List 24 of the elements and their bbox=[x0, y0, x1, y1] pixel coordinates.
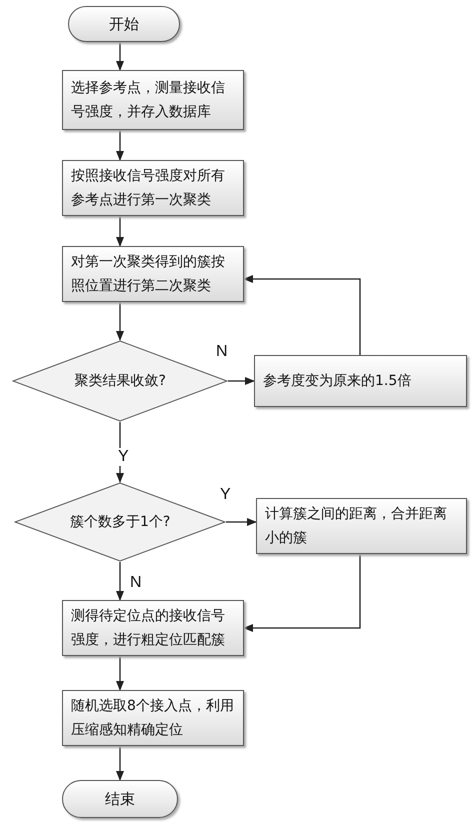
process-box: 随机选取8个接入点，利用压缩感知精确定位 bbox=[62, 690, 244, 746]
arrow bbox=[116, 656, 124, 691]
arrow bbox=[116, 562, 124, 601]
terminal-box: 结束 bbox=[62, 780, 178, 818]
arrow bbox=[243, 554, 361, 632]
decision-text: 聚类结果收敛? bbox=[74, 372, 166, 390]
process-box: 按照接收信号强度对所有参考点进行第一次聚类 bbox=[62, 160, 244, 216]
arrow bbox=[228, 377, 255, 385]
edge-label: Y bbox=[116, 448, 131, 466]
arrow bbox=[116, 746, 124, 781]
process-box: 选择参考点，测量接收信号强度，并存入数据库 bbox=[62, 70, 244, 130]
arrow bbox=[116, 42, 124, 71]
process-box: 计算簇之间的距离，合并距离小的簇 bbox=[256, 498, 467, 554]
process-box: 参考度变为原来的1.5倍 bbox=[254, 355, 467, 407]
terminal-box: 开始 bbox=[68, 6, 180, 42]
arrow bbox=[116, 302, 124, 341]
arrow bbox=[226, 518, 257, 526]
arrow bbox=[116, 130, 124, 161]
arrow bbox=[116, 216, 124, 247]
decision-text: 簇个数多于1个? bbox=[70, 513, 170, 531]
process-box: 测得待定位点的接收信号强度，进行粗定位匹配簇 bbox=[62, 600, 244, 656]
process-box: 对第一次聚类得到的簇按照位置进行第二次聚类 bbox=[62, 246, 244, 302]
arrow bbox=[243, 275, 361, 355]
arrow bbox=[116, 422, 124, 483]
